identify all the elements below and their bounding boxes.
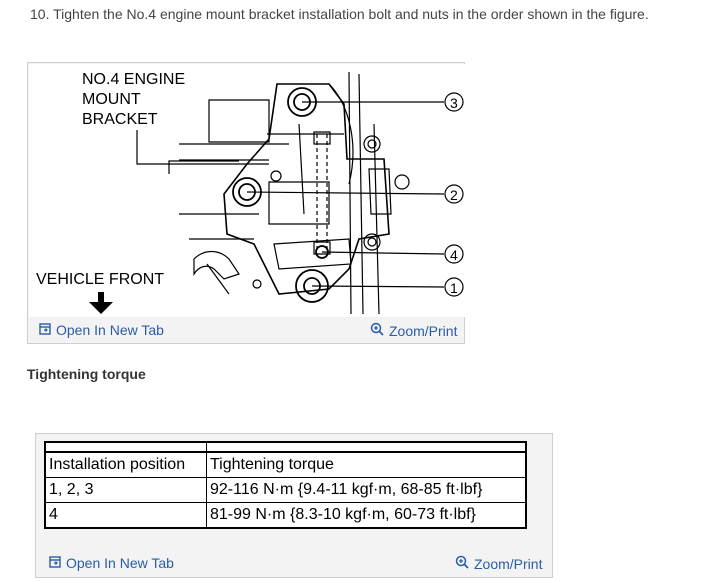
- bracket-label-line3: BRACKET: [82, 111, 158, 128]
- callout-4: 4: [450, 247, 458, 263]
- table-header-cell: Tightening torque: [206, 451, 527, 478]
- open-new-tab-label: Open In New Tab: [66, 555, 174, 571]
- bracket-label-line1: NO.4 ENGINE: [82, 71, 186, 88]
- table-zoom-print-link[interactable]: Zoom/Print: [455, 555, 542, 572]
- zoom-print-label: Zoom/Print: [389, 322, 458, 339]
- table-row: 1, 2, 3 92-116 N·m {9.4-11 kgf·m, 68-85 …: [44, 477, 527, 503]
- callout-3: 3: [450, 95, 458, 111]
- figure-panel: NO.4 ENGINE MOUNT BRACKET VEHICLE FRONT …: [27, 62, 465, 344]
- table-link-bar: Open In New Tab Zoom/Print: [36, 550, 552, 576]
- bracket-label-line2: MOUNT: [82, 91, 141, 108]
- zoom-icon: [370, 322, 384, 339]
- figure-zoom-print-link[interactable]: Zoom/Print: [370, 322, 457, 339]
- figure-open-new-tab-link[interactable]: Open In New Tab: [39, 322, 164, 338]
- open-new-tab-icon: [49, 555, 61, 571]
- table-header-cell: Installation position: [44, 451, 207, 478]
- table-cell: 92-116 N·m {9.4-11 kgf·m, 68-85 ft·lbf}: [206, 477, 527, 503]
- figure-link-bar: Open In New Tab Zoom/Print: [28, 317, 464, 343]
- front-arrow-icon: [89, 292, 113, 314]
- engine-mount-diagram: NO.4 ENGINE MOUNT BRACKET VEHICLE FRONT …: [29, 64, 465, 317]
- zoom-icon: [455, 555, 469, 572]
- step-instruction: 10. Tighten the No.4 engine mount bracke…: [30, 6, 649, 22]
- zoom-print-label: Zoom/Print: [474, 555, 543, 572]
- table-row: 4 81-99 N·m {8.3-10 kgf·m, 60-73 ft·lbf}: [44, 502, 527, 529]
- callout-circle-1: [444, 277, 464, 297]
- callout-1: 1: [450, 280, 458, 296]
- callout-circle-4: [444, 244, 464, 264]
- callout-circle-3: [444, 92, 464, 112]
- table-cell: 1, 2, 3: [44, 477, 207, 503]
- table-header-row: Installation position Tightening torque: [44, 451, 527, 478]
- open-new-tab-label: Open In New Tab: [56, 322, 164, 338]
- vehicle-front-label: VEHICLE FRONT: [36, 271, 165, 288]
- table-open-new-tab-link[interactable]: Open In New Tab: [49, 555, 174, 571]
- bracket-label: NO.4 ENGINE MOUNT BRACKET: [82, 70, 185, 130]
- table-cell: 4: [44, 502, 207, 529]
- open-new-tab-icon: [39, 322, 51, 338]
- torque-table: Installation position Tightening torque …: [44, 441, 527, 529]
- callout-circle-2: [444, 184, 464, 204]
- callout-2: 2: [450, 187, 458, 203]
- section-subheading: Tightening torque: [27, 366, 146, 382]
- table-panel: Installation position Tightening torque …: [35, 433, 553, 578]
- diagram-drawing: [89, 71, 464, 315]
- table-cell: 81-99 N·m {8.3-10 kgf·m, 60-73 ft·lbf}: [206, 502, 527, 529]
